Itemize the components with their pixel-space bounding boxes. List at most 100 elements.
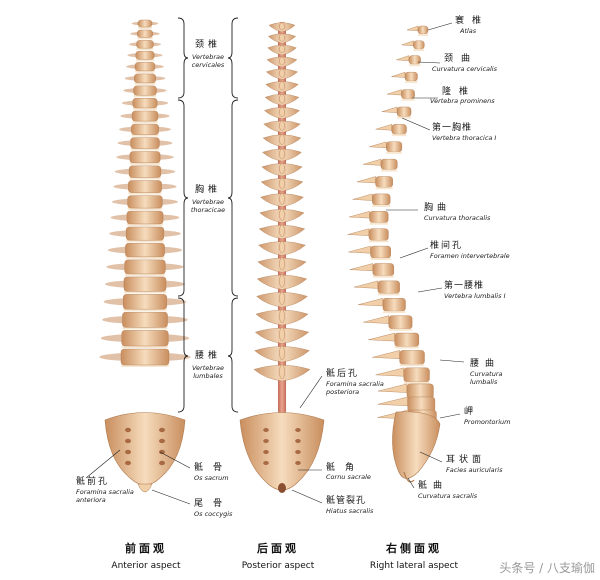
lateral-disc [397,116,412,119]
posterior-spinous-process [279,107,285,117]
posterior-caption-zh: 后面观 [257,541,299,555]
lateral-vertebra [399,350,425,365]
anterior-foramina-la2: anteriora [76,496,106,504]
hiatus-label-zh: 骶管裂孔 [326,494,366,506]
posterior-caption-en: Posterior aspect [242,561,315,571]
lateral-spinous-process [391,71,406,78]
lateral-spinous-process [352,193,373,201]
anterior-foramina-zh: 骶前孔 [76,475,109,487]
lateral-vertebra [401,89,415,99]
lateral-spinous-process [406,25,419,32]
posterior-spinous-process [279,22,285,31]
posterior-spinous-process [279,208,285,221]
posterior-spinous-process [279,240,285,254]
posterior-spinous-process [279,45,285,54]
anterior-vertebra [129,151,161,164]
anterior-foramen [125,438,131,444]
anterior-vertebra [134,73,156,84]
anterior-vertebra [133,85,157,96]
posterior-spinous-process [279,56,285,66]
anterior-vertebra [137,29,153,38]
anterior-vertebra [125,226,165,241]
lateral-spinous-process [356,176,376,184]
lateral-vertebra [413,40,425,50]
lateral-spinous-process [353,280,379,289]
lateral-coccyx [403,471,415,483]
lateral-spinous-process [363,315,390,324]
lateral-caption-en: Right lateral aspect [370,561,459,571]
sacrum-label-zh: 骶骨 [194,462,232,473]
posterior-spinous-process [279,148,285,160]
anterior-foramen [125,460,131,466]
posterior-sacrum [239,412,325,491]
anterior-vertebra [122,311,168,328]
posterior-spinous-process [279,327,285,342]
sacral-curve-la: Curvatura sacralis [418,492,478,500]
thoracic1-label-la: Vertebra thoracica I [432,134,496,142]
lateral-spinous-process [348,245,371,254]
lateral-vertebra [417,25,429,35]
cervical-label-zh: 颈椎 [195,38,221,50]
anterior-vertebra [130,137,160,149]
cervical-label-la2: cervicales [192,61,225,69]
lateral-disc [375,187,393,190]
posterior-spinous-process [279,274,285,288]
cornu-label-zh: 骶角 [326,461,364,473]
sacral-curve-zh: 骶曲 [418,480,448,491]
anterior-vertebra [131,110,159,122]
anterior-foramina-la1: Foramina sacralia [76,488,134,496]
anterior-vertebra [123,294,167,310]
anterior-coccyx [137,483,153,493]
anterior-labels: 骶前孔 Foramina sacralia anteriora 骶骨 Os sa… [76,449,233,518]
lumbar-curve-zh: 腰曲 [470,358,500,369]
prominens-label-zh: 隆椎 [442,85,476,97]
lateral-spinous-process [349,263,374,272]
lateral-vertebra [386,141,403,153]
posterior-spinous-process [279,177,285,190]
posterior-foramina-zh: 骶后孔 [326,368,359,379]
lateral-spinous-process [369,141,387,149]
posterior-foramen [263,428,269,432]
posterior-spinous-process [279,163,285,175]
anterior-caption-zh: 前面观 [125,541,167,555]
posterior-spinous-process [279,345,285,361]
posterior-spinous-process [279,224,285,237]
posterior-foramina-la1: Foramina sacralia [326,380,384,388]
lateral-sacrum [392,411,441,479]
anterior-foramen [159,449,165,455]
lateral-spinous-process [368,332,395,342]
anterior-sacrum [104,412,186,486]
posterior-spinous-process [279,134,285,145]
anterior-vertebra [128,165,162,178]
posterior-labels: 骶后孔 Foramina sacralia posteriora 骶角 Corn… [291,368,384,515]
anterior-vertebra [135,50,155,60]
lumbar1-label-la: Vertebra lumbalis I [444,292,506,300]
lateral-disc [401,98,415,101]
anterior-vertebra [137,19,153,28]
anterior-foramen [159,427,165,433]
hiatus-label-la: Hiatus sacralis [326,507,374,515]
anterior-foramen [159,460,165,466]
lateral-disc [382,311,406,314]
lateral-spinous-process [349,211,370,219]
lateral-disc [391,134,407,137]
lateral-disc [413,49,425,52]
posterior-foramen [295,439,301,443]
coccyx-label-zh: 尾骨 [194,498,232,509]
lateral-vertebra [407,396,436,412]
lateral-spinous-process [347,228,370,236]
lateral-spinous-process [363,158,382,166]
posterior-spinous-process [279,120,285,131]
posterior-foramen [263,450,269,454]
lateral-disc [418,34,428,36]
thoracic-label-zh: 胸椎 [195,183,221,195]
lateral-vertebra [368,228,389,241]
thoracic-curve-la: Curvatura thoracalis [424,214,491,222]
posterior-foramen [295,428,301,432]
lateral-vertebra [394,332,420,347]
lateral-spinous-process [381,106,398,113]
lateral-vertebra [404,71,418,82]
posterior-spinous-process [279,81,285,91]
cervical-curve-la: Curvatura cervicalis [432,65,498,73]
lateral-vertebra [408,55,421,65]
